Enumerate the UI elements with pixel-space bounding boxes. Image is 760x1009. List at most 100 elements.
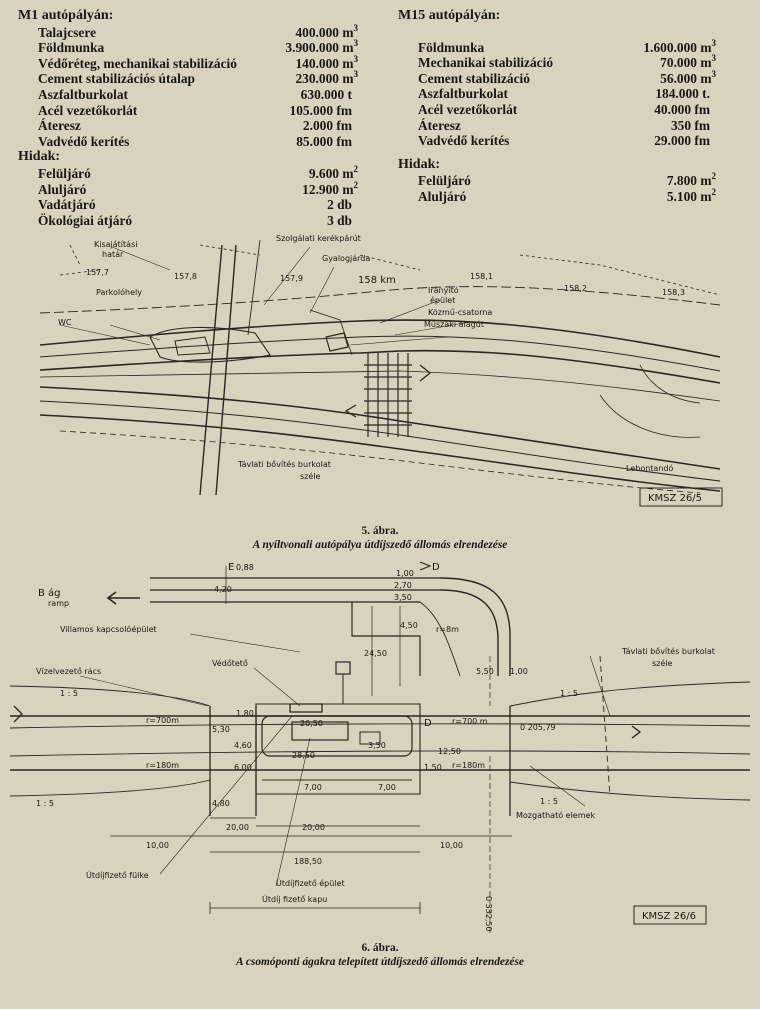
quantity-row: Ökológiai átjáró 3 db xyxy=(18,213,358,229)
quantity-value-text: 350 fm xyxy=(670,117,710,133)
label-e: E xyxy=(228,562,234,573)
figure-6-caption-text: A csomóponti ágakra telepített útdíjszed… xyxy=(236,956,524,968)
label-d-mid: D xyxy=(424,718,432,729)
station-1: 157,7 xyxy=(86,268,109,277)
quantity-value-text: 2.000 fm xyxy=(302,118,352,134)
slope-4: 1 : 5 xyxy=(540,797,558,806)
quantity-value: 105.000 fm xyxy=(290,103,358,119)
station-6: 158,3 xyxy=(662,288,685,297)
label-villamos: Villamos kapcsolóépület xyxy=(60,624,157,634)
quantity-value: 184.000 t. xyxy=(655,86,716,102)
dim-100b: 1,00 xyxy=(510,667,528,676)
label-tavlati-2: széle xyxy=(652,658,673,668)
quantity-value: 56.000 m3 xyxy=(660,68,717,87)
quantity-value: 40.000 fm xyxy=(654,102,716,118)
unit-exponent: 3 xyxy=(353,38,359,49)
quantity-value-text: 630.000 t xyxy=(300,86,352,102)
quantity-value-text: 3.900.000 m xyxy=(285,40,354,56)
quantity-name: Ökológiai átjáró xyxy=(38,212,133,228)
unit-exponent: 3 xyxy=(353,53,359,64)
quantity-name: Földmunka xyxy=(418,39,485,55)
label-km: 158 km xyxy=(358,275,396,286)
figure-6-caption: A csomóponti ágakra telepített útdíjszed… xyxy=(0,956,760,969)
quantity-name: Áteresz xyxy=(418,117,461,133)
label-tavlati-2: széle xyxy=(300,471,321,481)
dim-33250: 0 332,50 xyxy=(484,896,493,932)
dim-450: 4,50 xyxy=(400,621,418,630)
label-b-ag: B ág xyxy=(38,587,61,599)
label-muszaki: Műszaki alagút xyxy=(424,320,484,329)
unit-exponent: 2 xyxy=(711,171,717,182)
quantity-value: 400.000 m3 xyxy=(295,23,358,41)
m15-heading: M15 autópályán: xyxy=(398,8,501,23)
dim-088: 0,88 xyxy=(236,563,254,572)
dim-1000a: 10,00 xyxy=(146,841,169,850)
figure-6-code: KMSZ 26/6 xyxy=(642,911,696,922)
dim-700: 7,00 xyxy=(304,783,322,792)
dim-420: 4,20 xyxy=(214,585,232,594)
label-utdij-fulke: Útdíjfizető fülke xyxy=(86,869,149,880)
label-lebontando: Lebontandó xyxy=(626,463,673,473)
quantity-value: 9.600 m2 xyxy=(309,164,358,182)
quantity-value-text: 29.000 fm xyxy=(654,133,710,149)
quantity-value: 2.000 fm xyxy=(303,118,358,134)
dim-530: 5,30 xyxy=(212,725,230,734)
figure-6-number: 6. ábra. xyxy=(361,942,399,954)
m1-heading: M1 autópályán: xyxy=(18,8,114,23)
radius-8: r=8m xyxy=(436,625,459,634)
dim-20579: 0 205,79 xyxy=(520,723,556,732)
unit-exponent: 3 xyxy=(353,69,359,80)
quantity-name: Mechanikai stabilizáció xyxy=(418,55,554,71)
figure-5-caption: A nyíltvonali autópálya útdíjszedő állom… xyxy=(0,539,760,552)
quantity-name: Védőréteg, mechanikai stabilizáció xyxy=(38,55,237,71)
quantity-value-text: 140.000 m xyxy=(295,55,354,71)
station-5: 158,2 xyxy=(564,284,587,293)
unit-exponent: 3 xyxy=(711,68,717,79)
quantity-name: Vadvédő kerítés xyxy=(38,133,130,149)
quantity-name: Aszfaltburkolat xyxy=(38,86,129,102)
label-szolgalati: Szolgálati kerékpárút xyxy=(276,233,361,243)
quantity-row: Védőréteg, mechanikai stabilizáció 140.00… xyxy=(18,53,359,72)
quantity-row: Acél vezetőkorlát 40.000 fm xyxy=(398,102,716,118)
quantity-value-text: 230.000 m xyxy=(295,71,354,87)
slope-2: 1 : 5 xyxy=(560,689,578,698)
label-tavlati-1: Távlati bővítés burkolat xyxy=(621,646,715,656)
label-kisajatitasi: Kisajátítási xyxy=(94,240,137,249)
label-mozgathato: Mozgatható elemek xyxy=(516,810,595,820)
quantity-row: Földmunka 1.600.000 m3 xyxy=(398,38,716,56)
label-utdij-epulet: Útdíjfizető épület xyxy=(276,877,345,888)
dim-2050: 20,50 xyxy=(300,719,323,728)
dim-18850: 188,50 xyxy=(294,857,322,866)
unit-exponent: 3 xyxy=(711,53,717,64)
label-utdij-kapu: Útdíj fizető kapu xyxy=(262,893,327,904)
quantity-value: 630.000 t xyxy=(301,87,358,103)
quantity-name: Vadátjáró xyxy=(38,197,96,213)
quantity-row: Aszfaltburkolat 184.000 t. xyxy=(398,86,716,102)
quantity-name: Acél vezetőkorlát xyxy=(418,101,518,117)
dim-550: 5,50 xyxy=(476,667,494,676)
quantity-value-text: 3 db xyxy=(327,212,352,228)
quantity-name: Vadvédő kerítés xyxy=(418,133,510,149)
dim-1250: 12,50 xyxy=(438,747,461,756)
quantity-name: Aszfaltburkolat xyxy=(418,86,509,102)
quantity-value-text: 1.600.000 m xyxy=(643,39,712,55)
label-tavlati-1: Távlati bővítés burkolat xyxy=(237,459,331,469)
slope-1: 1 : 5 xyxy=(60,689,78,698)
quantity-value: 1.600.000 m3 xyxy=(643,38,716,56)
station-3: 157,9 xyxy=(280,274,303,283)
dim-150: 1,50 xyxy=(424,763,442,772)
quantity-value: 2 db xyxy=(327,197,358,213)
quantity-value-text: 184.000 t. xyxy=(655,86,710,102)
dim-2000a: 20,00 xyxy=(226,823,249,832)
quantity-name: Aluljáró xyxy=(38,181,87,197)
slope-3: 1 : 5 xyxy=(36,799,54,808)
label-ramp: ramp xyxy=(48,599,69,608)
